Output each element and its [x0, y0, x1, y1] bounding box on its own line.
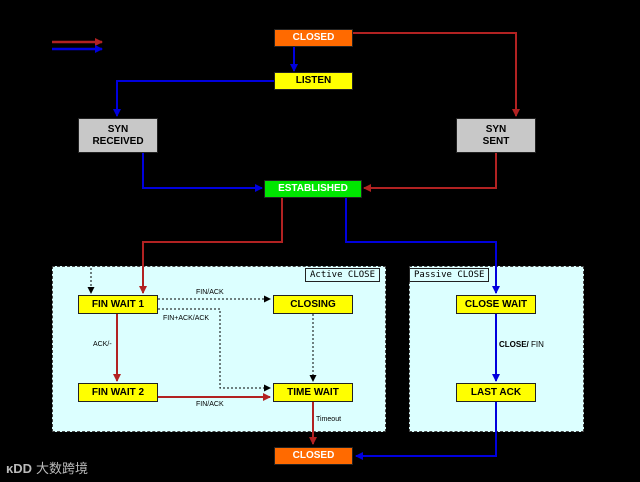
state-closing: CLOSING	[273, 295, 353, 314]
arrow-listen-synrcvd	[113, 80, 274, 117]
syn-received-line1: SYN	[107, 123, 129, 135]
arrow-finwait1-timewait	[158, 308, 271, 392]
state-syn-received: SYN RECEIVED	[78, 118, 158, 153]
state-listen: LISTEN	[274, 72, 353, 90]
state-time-wait: TIME WAIT	[273, 383, 353, 402]
watermark-text: 大数跨境	[36, 461, 89, 476]
state-fin-wait-1: FIN WAIT 1	[78, 295, 158, 314]
label-fin-plus-ack: FIN+ACK/ACK	[163, 315, 210, 322]
arrow-synsent-estab	[363, 153, 497, 192]
syn-received-line2: RECEIVED	[92, 135, 144, 147]
label-ack: ACK/-	[93, 341, 112, 348]
arrow-synrcvd-estab	[142, 153, 263, 192]
state-last-ack: LAST ACK	[456, 383, 536, 402]
syn-sent-line1: SYN	[485, 123, 507, 135]
state-established: ESTABLISHED	[264, 180, 362, 198]
label-close-part: CLOSE/	[499, 340, 529, 349]
label-fin-ack-bottom: FIN/ACK	[196, 401, 224, 408]
arrow-estab-closewait	[345, 198, 500, 294]
passive-close-label: Passive CLOSE	[409, 268, 490, 282]
state-syn-sent: SYN SENT	[456, 118, 536, 153]
active-close-region	[52, 266, 386, 432]
state-close-wait: CLOSE WAIT	[456, 295, 536, 314]
state-fin-wait-2: FIN WAIT 2	[78, 383, 158, 402]
arrow-estab-finwait1	[139, 198, 283, 294]
syn-sent-line2: SENT	[482, 135, 510, 147]
watermark-logo: ᴋDD	[6, 461, 33, 476]
active-close-label: Active CLOSE	[305, 268, 381, 282]
label-timeout: Timeout	[316, 416, 342, 423]
arrow-lastack-closed	[355, 402, 497, 460]
label-fin-ack-top: FIN/ACK	[196, 289, 224, 296]
state-closed-top: CLOSED	[274, 29, 353, 47]
label-fin-part: FIN	[528, 340, 544, 349]
arrow-closed-synsent	[353, 32, 520, 117]
state-closed-bottom: CLOSED	[274, 447, 353, 465]
label-close-fin: CLOSE/ FIN	[499, 340, 544, 349]
